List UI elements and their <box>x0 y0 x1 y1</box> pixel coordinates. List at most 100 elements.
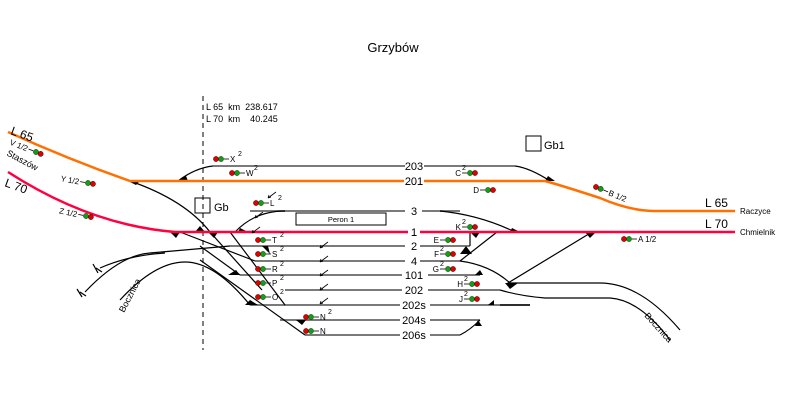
signal-lamp-icon <box>469 281 480 287</box>
signal-label-superscript: 2 <box>280 246 284 253</box>
signal-label: T <box>272 236 277 245</box>
signal-lamp-icon <box>445 251 456 257</box>
track-label-4: 4 <box>411 256 417 268</box>
signal-label: R <box>272 265 278 274</box>
signal-lamp-icon <box>593 184 604 192</box>
signal-y: Y 1/2 <box>60 174 96 187</box>
connections <box>79 165 681 341</box>
signal-g: G2 <box>433 261 456 274</box>
platform-1-label: Peron 1 <box>328 215 354 224</box>
signal-j: J2 <box>459 291 480 304</box>
signal-label: H <box>457 280 463 289</box>
track-label-1-top: 1 <box>411 227 417 239</box>
signal-lamp-icon <box>445 266 456 272</box>
signal-box-gb <box>194 197 211 214</box>
signal-lamp-icon <box>303 328 314 334</box>
signal-label: E <box>434 236 439 245</box>
signal-lamp-icon <box>255 280 266 286</box>
signal-x: X2 <box>213 151 242 164</box>
signal-p: P2 <box>255 275 284 288</box>
signal-label-superscript: 2 <box>280 289 284 296</box>
track-label-202: 202 <box>405 285 423 297</box>
signal-lamp-icon <box>255 266 266 272</box>
line-label-l70-left: L 70 <box>3 176 30 197</box>
signal-lamp-icon <box>303 314 314 320</box>
track-label-3: 3 <box>411 206 417 218</box>
km-label-l70: L 70 km 40.245 <box>206 114 278 124</box>
signal-lamp-icon <box>469 296 480 302</box>
signal-label: Z 1/2 <box>58 206 78 219</box>
line-l70 <box>7 170 735 234</box>
signal-k: K2 <box>456 219 478 232</box>
signal-lamp-icon <box>445 237 456 243</box>
signal-label-superscript: 2 <box>328 309 332 316</box>
signal-label-superscript: 2 <box>462 165 466 172</box>
track-label-201-top: 201 <box>405 176 423 188</box>
signal-label: N <box>320 327 326 336</box>
direction-arrow-icon <box>254 211 264 219</box>
signal-d: D <box>473 186 496 195</box>
signal-lamp-icon <box>255 251 266 257</box>
signal-lamp-icon <box>213 156 224 162</box>
track-labels: 203 201 3 1 2 4 101 202 202s 204s 206s <box>402 161 426 342</box>
signal-label: O <box>272 293 278 302</box>
signal-z: Z 1/2 <box>58 206 94 220</box>
signal-label: Y 1/2 <box>60 174 80 186</box>
signal-lamp-icon <box>83 213 94 220</box>
signal-label: F <box>434 250 439 259</box>
track-label-101: 101 <box>405 270 423 282</box>
signal-c: C2 <box>455 165 478 178</box>
signal-n: N <box>303 327 326 336</box>
signal-label: K <box>456 223 462 232</box>
signal-h: H2 <box>457 276 480 289</box>
signal-box-gb1-label: Gb1 <box>544 140 565 152</box>
direction-arrow-icon <box>267 191 277 199</box>
track-label-2: 2 <box>411 241 417 253</box>
line-label-l65-right: L 65 <box>705 196 728 210</box>
signal-lamp-icon <box>467 170 478 176</box>
km-label-l65: L 65 km 238.617 <box>206 102 278 112</box>
track-label-204s: 204s <box>402 315 426 327</box>
direction-arrow-icon <box>319 297 329 305</box>
track-label-203: 203 <box>405 161 423 173</box>
siding-label-left: Bocznica <box>117 277 143 314</box>
direction-chmielnik: Chmielnik <box>740 228 776 237</box>
signal-label-superscript: 2 <box>254 165 258 172</box>
direction-arrow-icon <box>319 283 329 291</box>
signal-label-superscript: 2 <box>238 151 242 158</box>
signal-label: A 1/2 <box>638 235 657 244</box>
signal-label: G <box>433 265 439 274</box>
line-l65 <box>7 130 735 213</box>
station-title: Grzybów <box>367 40 419 55</box>
siding-label-right: Bocznica <box>643 311 675 345</box>
signal-label: X <box>230 155 236 164</box>
signal-l: L2 <box>253 195 282 208</box>
signal-label-superscript: 2 <box>464 291 468 298</box>
signal-label-superscript: 2 <box>464 276 468 283</box>
signal-lamp-icon <box>85 180 96 187</box>
signal-label: S <box>272 250 277 259</box>
signal-label: W <box>246 169 254 178</box>
signal-lamp-icon <box>467 224 478 230</box>
signal-label-superscript: 2 <box>280 275 284 282</box>
direction-arrow-icon <box>251 226 261 234</box>
signal-lamp-icon <box>485 187 496 193</box>
direction-raczyce: Raczyce <box>740 207 771 216</box>
signal-lamp-icon <box>255 237 266 243</box>
signal-box-gb1 <box>525 135 542 152</box>
signal-lamp-icon <box>33 149 44 157</box>
signal-label-superscript: 2 <box>440 261 444 268</box>
station-tracks <box>213 165 530 336</box>
signal-lamp-icon <box>255 294 266 300</box>
signal-label-superscript: 2 <box>278 195 282 202</box>
signal-t: T2 <box>255 232 284 245</box>
track-label-202s: 202s <box>402 300 426 312</box>
signal-o: O2 <box>255 289 284 302</box>
signal-label: L <box>270 199 275 208</box>
direction-arrow-icon <box>319 241 329 249</box>
signal-lamp-icon <box>253 200 264 206</box>
track-label-206s: 206s <box>402 330 426 342</box>
signals: V 1/2Y 1/2Z 1/2B 1/2A 1/2X2W2L2T2S2R2P2O… <box>8 138 656 336</box>
signal-e: E <box>434 236 456 245</box>
